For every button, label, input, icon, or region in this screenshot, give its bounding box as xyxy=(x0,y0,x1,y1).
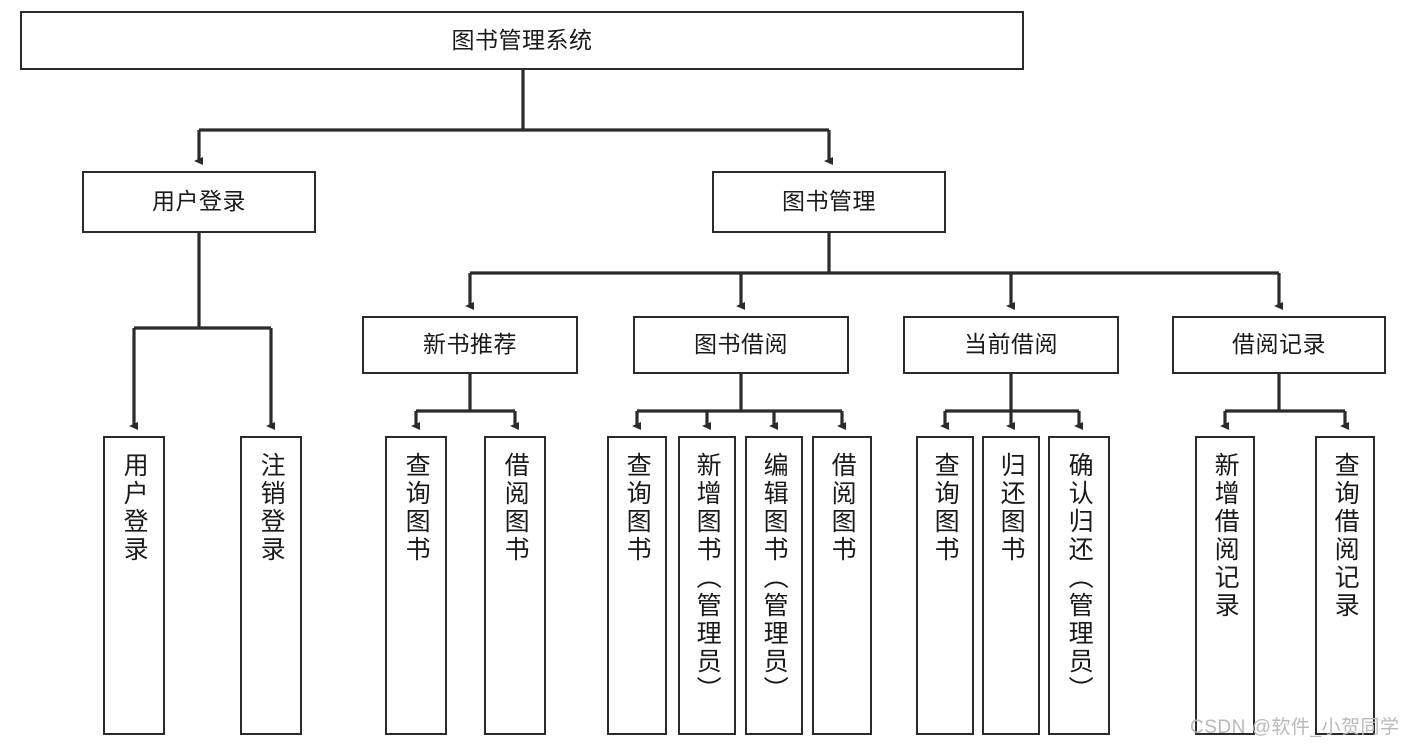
leaf-query-books-current[interactable]: 查询图书 xyxy=(916,436,974,735)
node-new-book-recommend[interactable]: 新书推荐 xyxy=(362,316,578,374)
leaf-user-login[interactable]: 用户登录 xyxy=(103,436,165,735)
leaf-user-logout[interactable]: 注销登录 xyxy=(240,436,302,735)
leaf-borrow-books-borrow-label: 借阅图书 xyxy=(828,452,857,564)
leaf-query-books-current-label: 查询图书 xyxy=(931,452,960,564)
leaf-borrow-books-recommend[interactable]: 借阅图书 xyxy=(484,436,546,735)
node-new-book-recommend-label: 新书推荐 xyxy=(423,331,517,358)
leaf-add-book-admin-label: 新增图书（管理员） xyxy=(693,452,722,704)
csdn-watermark: CSDN @软件_小贺同学 xyxy=(1190,717,1400,738)
leaf-borrow-books-recommend-label: 借阅图书 xyxy=(501,452,530,564)
leaf-query-books-borrow[interactable]: 查询图书 xyxy=(607,436,667,735)
node-borrow-record[interactable]: 借阅记录 xyxy=(1172,316,1386,374)
leaf-add-borrow-record-label: 新增借阅记录 xyxy=(1211,452,1240,620)
node-current-borrow-label: 当前借阅 xyxy=(964,331,1058,358)
node-book-borrow-label: 图书借阅 xyxy=(694,331,788,358)
leaf-confirm-return-admin-label: 确认归还（管理员） xyxy=(1065,452,1094,704)
leaf-return-books[interactable]: 归还图书 xyxy=(982,436,1040,735)
leaf-query-borrow-record-label: 查询借阅记录 xyxy=(1331,452,1360,620)
leaf-add-book-admin[interactable]: 新增图书（管理员） xyxy=(678,436,736,735)
node-user-login-label: 用户登录 xyxy=(152,188,246,215)
leaf-edit-book-admin-label: 编辑图书（管理员） xyxy=(760,452,789,704)
leaf-return-books-label: 归还图书 xyxy=(997,452,1026,564)
node-book-management[interactable]: 图书管理 xyxy=(712,171,946,233)
leaf-query-books-recommend-label: 查询图书 xyxy=(402,452,431,564)
leaf-add-borrow-record[interactable]: 新增借阅记录 xyxy=(1195,436,1255,735)
node-current-borrow[interactable]: 当前借阅 xyxy=(903,316,1119,374)
node-book-management-label: 图书管理 xyxy=(782,188,876,215)
leaf-query-books-borrow-label: 查询图书 xyxy=(623,452,652,564)
node-book-borrow[interactable]: 图书借阅 xyxy=(633,316,849,374)
node-user-login[interactable]: 用户登录 xyxy=(82,171,316,233)
leaf-user-logout-label: 注销登录 xyxy=(257,452,286,564)
node-root[interactable]: 图书管理系统 xyxy=(20,11,1024,70)
leaf-borrow-books-borrow[interactable]: 借阅图书 xyxy=(812,436,872,735)
leaf-query-borrow-record[interactable]: 查询借阅记录 xyxy=(1315,436,1375,735)
node-root-label: 图书管理系统 xyxy=(451,26,593,53)
node-borrow-record-label: 借阅记录 xyxy=(1232,331,1326,358)
leaf-confirm-return-admin[interactable]: 确认归还（管理员） xyxy=(1048,436,1110,735)
leaf-user-login-label: 用户登录 xyxy=(120,452,149,564)
leaf-edit-book-admin[interactable]: 编辑图书（管理员） xyxy=(745,436,803,735)
leaf-query-books-recommend[interactable]: 查询图书 xyxy=(385,436,447,735)
